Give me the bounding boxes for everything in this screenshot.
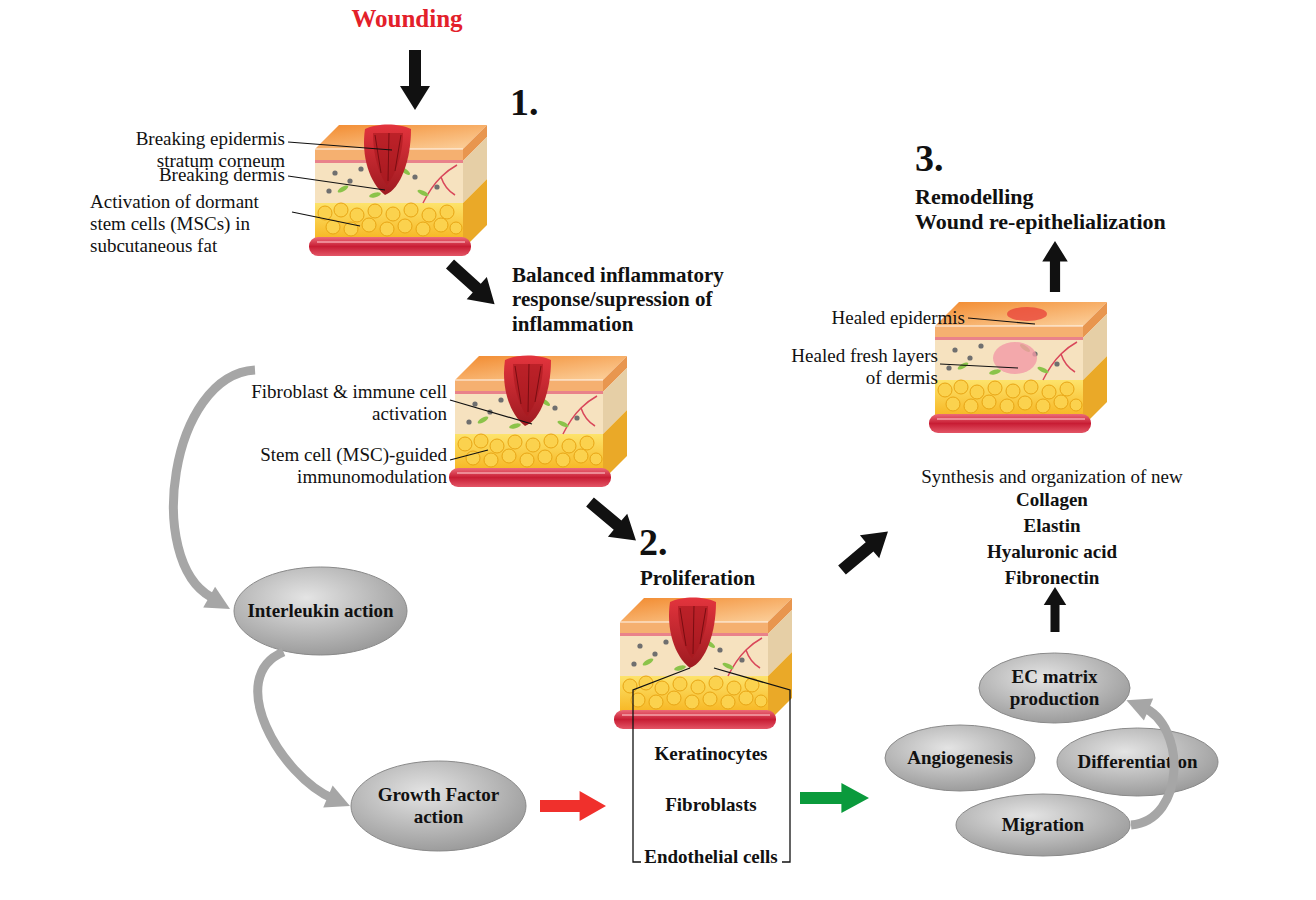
process-ellipse: Growth Factor action bbox=[350, 760, 527, 852]
annotation-label: Fibroblast & immune cell activation bbox=[215, 381, 447, 425]
cell-type-label: Endothelial cells bbox=[626, 846, 796, 868]
skin-block bbox=[614, 598, 792, 729]
ellipse-outline bbox=[956, 794, 1130, 856]
matrix-component: Hyaluronic acid bbox=[952, 541, 1152, 563]
process-ellipse: Migration bbox=[955, 793, 1131, 857]
healed-mark bbox=[993, 307, 1047, 374]
process-ellipse: Angiogenesis bbox=[884, 724, 1036, 792]
node-text: Migration bbox=[988, 814, 1098, 836]
annotation-label: Breaking dermis bbox=[95, 164, 285, 186]
node-text: EC matrix production bbox=[978, 666, 1131, 710]
annotation-label: Healed fresh layers of dermis bbox=[788, 345, 938, 389]
stage-title: Proliferation bbox=[640, 566, 840, 590]
process-ellipse: Interleukin action bbox=[233, 566, 408, 656]
bracket bbox=[633, 668, 790, 862]
red-arrow bbox=[540, 791, 606, 821]
process-ellipse: Differentiation bbox=[1056, 727, 1219, 797]
matrix-component: Elastin bbox=[952, 515, 1152, 537]
cell-type-label: Fibroblasts bbox=[626, 794, 796, 816]
ellipse-outline bbox=[1057, 728, 1218, 796]
annotation-label: Activation of dormant stem cells (MSCs) … bbox=[90, 191, 295, 257]
annotation-label: Stem cell (MSC)-guided immunomodulation bbox=[215, 444, 447, 488]
matrix-component: Collagen bbox=[952, 489, 1152, 511]
stage-number: 1. bbox=[510, 80, 570, 124]
process-ellipse: EC matrix production bbox=[978, 652, 1131, 724]
node-text: Growth Factor action bbox=[350, 784, 527, 828]
curved-arrow bbox=[173, 370, 255, 597]
block-arrow bbox=[440, 253, 505, 315]
wound-mark bbox=[504, 356, 551, 427]
cell-type-label: Keratinocytes bbox=[626, 743, 796, 765]
green-arrow bbox=[800, 783, 869, 813]
stage-arrows bbox=[400, 50, 1068, 632]
node-text: Interleukin action bbox=[233, 600, 407, 622]
stage-number: 3. bbox=[915, 136, 975, 180]
curved-connector bbox=[258, 652, 334, 799]
block-arrow bbox=[400, 50, 430, 110]
arrow-head bbox=[1126, 698, 1153, 720]
wound-mark bbox=[364, 125, 411, 196]
matrix-component: Fibronectin bbox=[952, 567, 1152, 589]
wound-mark bbox=[669, 598, 716, 669]
stage-title: Remodelling bbox=[915, 184, 1215, 210]
title-label: Wounding bbox=[340, 4, 474, 33]
ellipse-outline bbox=[351, 761, 526, 851]
node-text: Angiogenesis bbox=[893, 747, 1027, 769]
skin-block bbox=[449, 356, 627, 487]
block-arrow bbox=[580, 491, 645, 553]
arrow-head bbox=[323, 786, 350, 808]
block-arrow bbox=[832, 520, 897, 582]
block-arrow bbox=[1042, 241, 1068, 292]
stage-number: 2. bbox=[639, 520, 699, 564]
annotation-label: Healed epidermis bbox=[770, 307, 965, 329]
ellipse-outline bbox=[234, 567, 407, 655]
node-text: Differentiation bbox=[1064, 751, 1212, 773]
stage-title: Balanced inflammatory response/supressio… bbox=[512, 263, 762, 336]
block-arrow bbox=[1044, 587, 1067, 632]
curved-arrow-head bbox=[203, 587, 230, 609]
matrix-heading: Synthesis and organization of new bbox=[892, 466, 1212, 488]
stage-title: Wound re-epithelialization bbox=[915, 209, 1215, 235]
ellipse-outline bbox=[885, 725, 1035, 791]
ellipse-outline bbox=[979, 653, 1130, 723]
skin-block bbox=[309, 125, 487, 256]
